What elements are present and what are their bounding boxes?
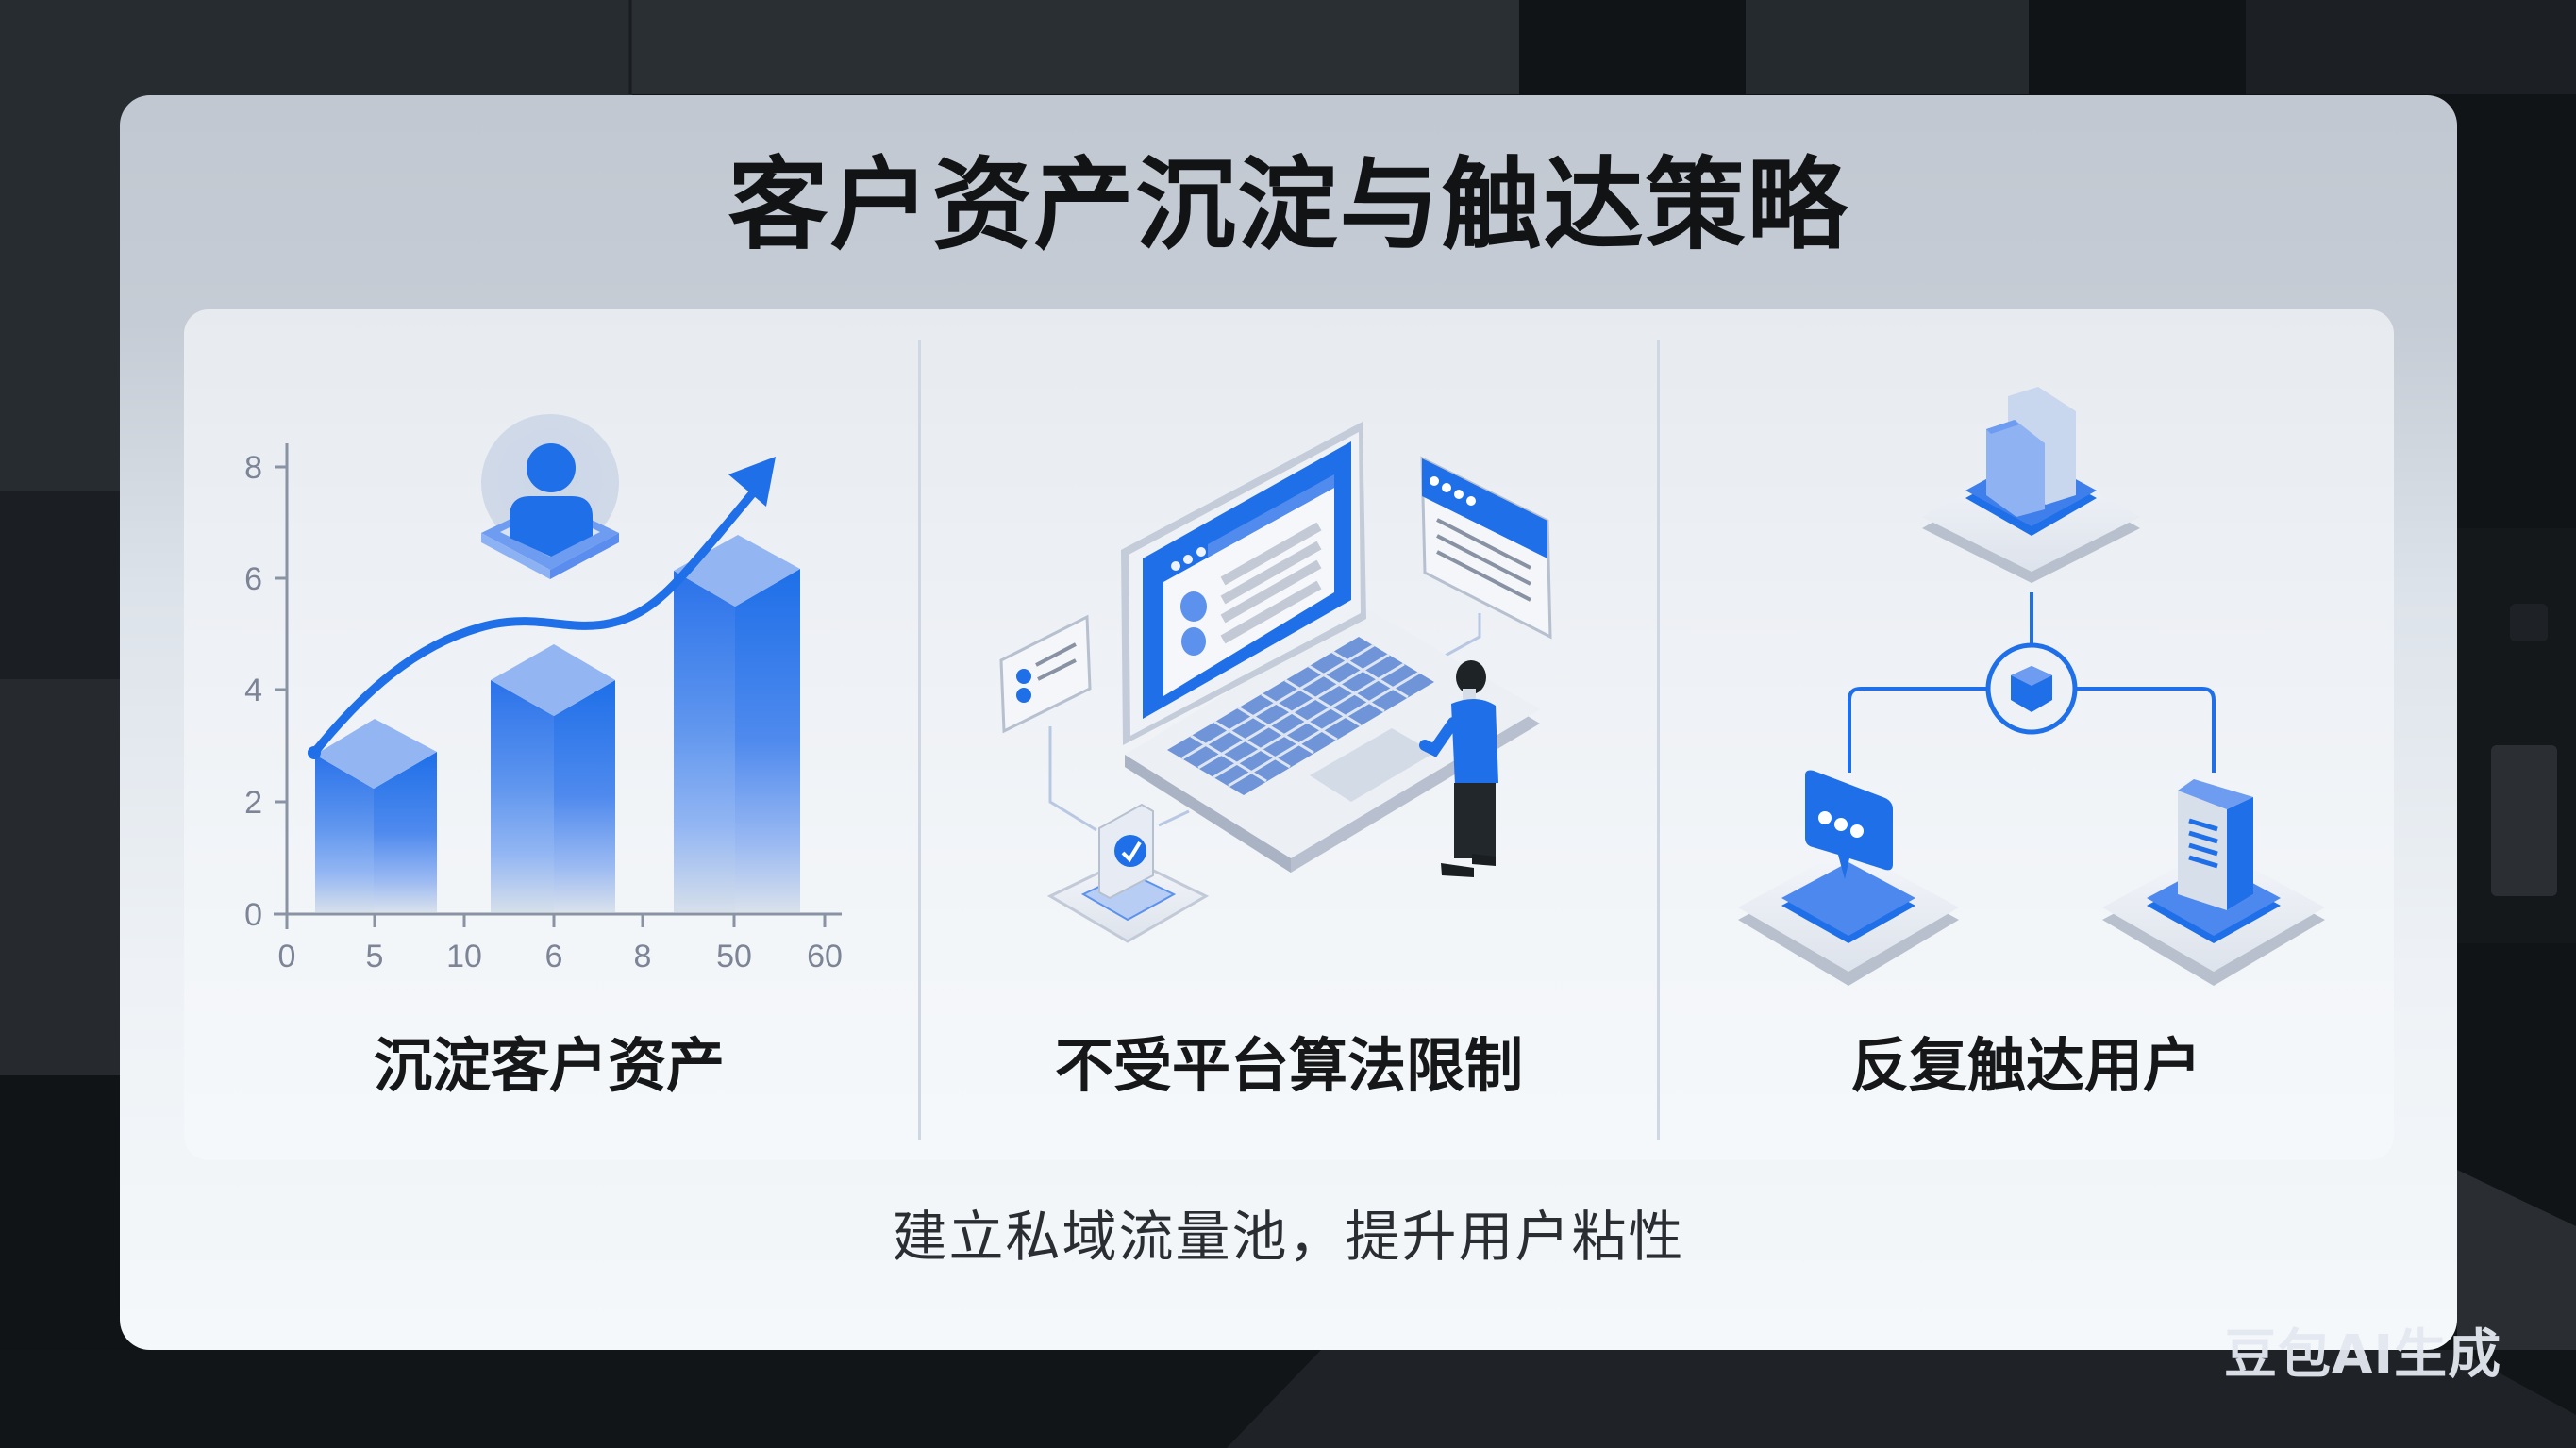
x-tick-label: 8 xyxy=(634,939,652,974)
column-divider xyxy=(1657,340,1660,1140)
x-tick-label: 60 xyxy=(807,939,843,974)
column-label-asset: 沉淀客户资产 xyxy=(373,1031,726,1100)
trend-arrow-head-icon xyxy=(728,457,776,507)
y-tick-label: 4 xyxy=(244,673,262,708)
network-diagram xyxy=(1738,387,2325,986)
verified-shield-icon xyxy=(1046,803,1210,943)
column-divider xyxy=(918,340,921,1140)
ai-generated-watermark: 豆包AI生成 xyxy=(2224,1324,2502,1386)
bar-1 xyxy=(315,719,437,912)
document-icon xyxy=(2102,779,2325,986)
bar-2 xyxy=(491,644,615,912)
y-tick-label: 8 xyxy=(244,450,262,486)
user-avatar-icon xyxy=(481,414,619,579)
x-tick-label: 10 xyxy=(446,939,482,974)
trend-arrow-line xyxy=(309,486,760,757)
y-tick-label: 2 xyxy=(244,785,262,821)
y-tick-label: 6 xyxy=(244,561,262,597)
x-tick-label: 6 xyxy=(545,939,563,974)
bar-chart: 8 6 4 2 0 0 5 10 6 8 50 60 xyxy=(244,414,843,974)
trend-start-dot xyxy=(308,746,321,759)
chat-bubble-icon xyxy=(1738,770,1959,986)
y-tick-label: 0 xyxy=(244,897,262,933)
x-tick-label: 0 xyxy=(278,939,296,974)
slide-subtitle: 建立私域流量池，提升用户粘性 xyxy=(892,1205,1685,1269)
x-tick-label: 5 xyxy=(366,939,384,974)
column-label-reach: 反复触达用户 xyxy=(1849,1031,2202,1100)
person-figure xyxy=(1419,660,1498,877)
laptop-illustration xyxy=(999,422,1552,943)
slide-title: 客户资产沉淀与触达策略 xyxy=(728,147,1849,263)
x-tick-label: 50 xyxy=(716,939,752,974)
data-stack-icon xyxy=(1922,387,2140,583)
bar-3 xyxy=(674,535,800,912)
column-label-algorithm: 不受平台算法限制 xyxy=(1054,1031,1524,1100)
